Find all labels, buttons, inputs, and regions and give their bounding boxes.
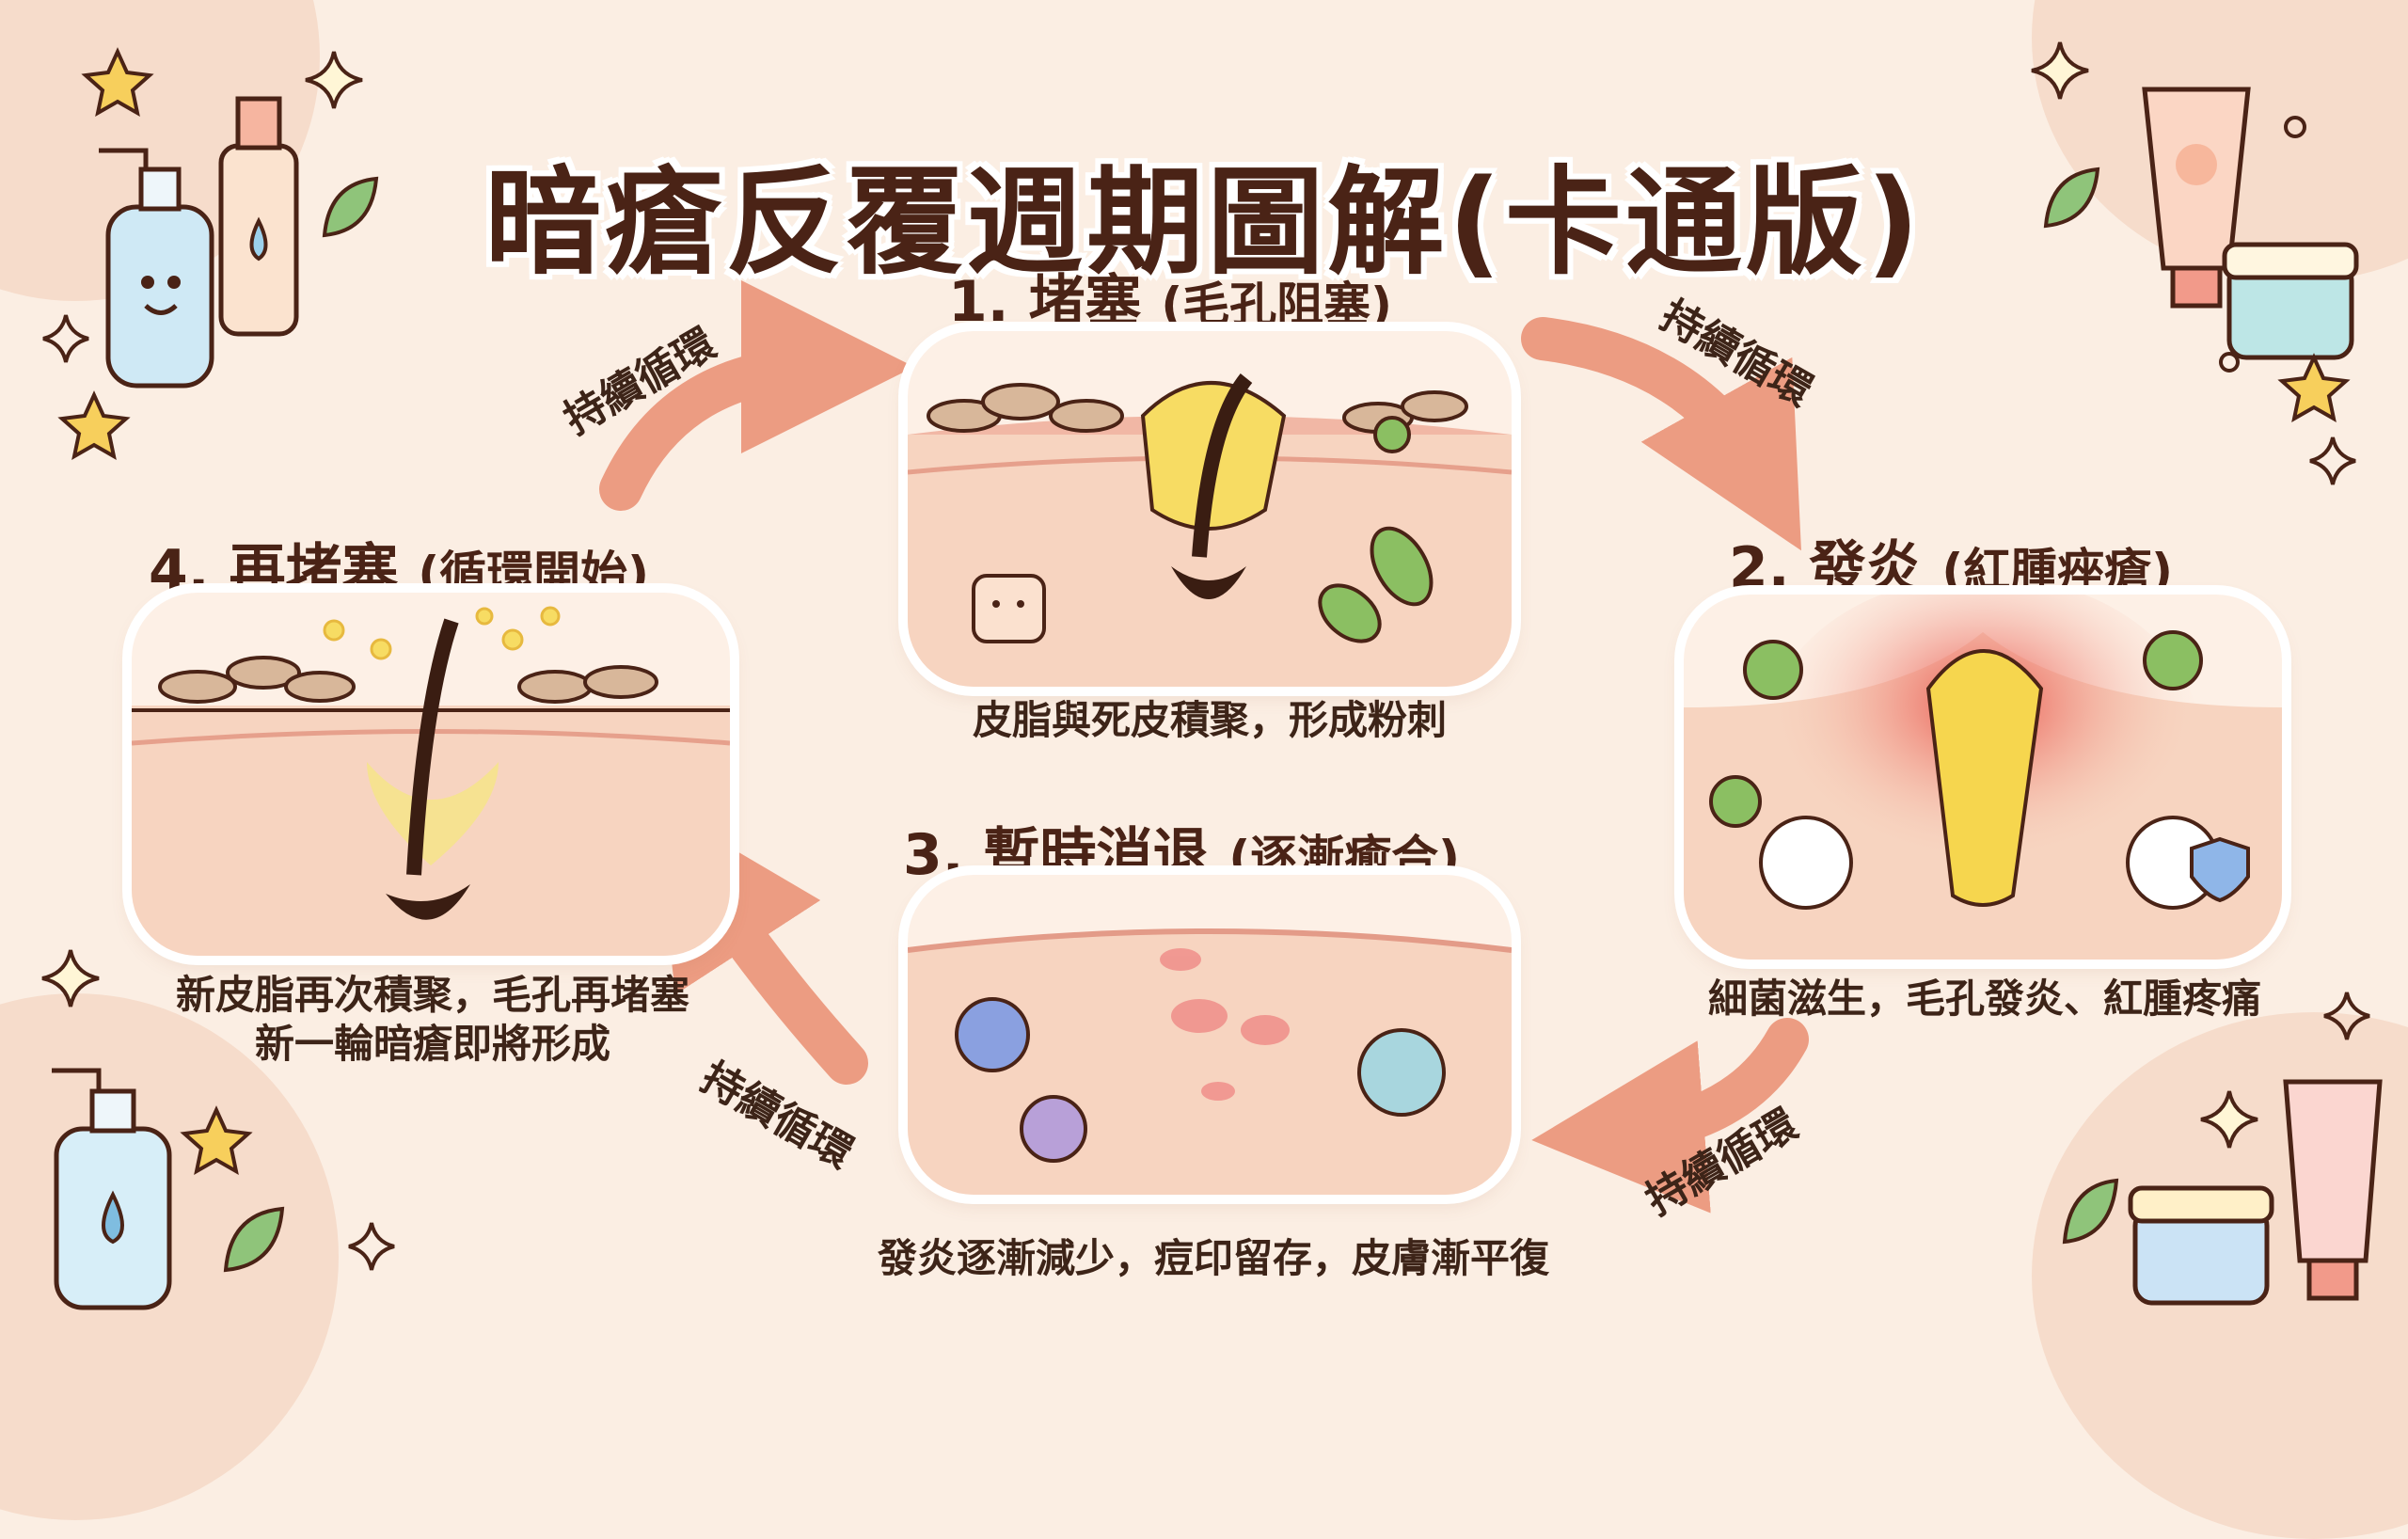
arrow-2-to-3 [1531, 1018, 1809, 1214]
white-blood-cell-icon [1759, 816, 2220, 910]
stage-2-name: 發炎 [1809, 535, 1923, 601]
sparkle-icon [41, 949, 100, 1007]
pump-bottle-icon [52, 1068, 172, 1310]
foam-bottle-icon [218, 96, 299, 337]
sparkle-icon [305, 51, 363, 109]
dead-skin-character [972, 574, 1046, 643]
star-icon [180, 1105, 253, 1175]
stage-4-caption: 新皮脂再次積聚，毛孔再堵塞 新一輪暗瘡即將形成 [103, 971, 762, 1069]
stage-1-sub: (毛孔阻塞) [1161, 278, 1393, 332]
sparkle-icon [2309, 436, 2356, 485]
stage-1-caption: 皮脂與死皮積聚，形成粉刺 [972, 697, 1447, 743]
cycle-arrows [599, 280, 1809, 1214]
stage-1-name: 堵塞 [1028, 269, 1142, 335]
stage-2-illustration [1684, 595, 2282, 960]
stage-2-title: 2. 發炎 (紅腫痤瘡) [1729, 522, 2173, 604]
stage-2-caption: 細菌滋生，毛孔發炎、紅腫疼痛 [1707, 976, 2261, 1022]
star-icon [81, 47, 154, 117]
bacteria-icon [1318, 416, 1434, 643]
pump-bottle-icon [99, 148, 214, 389]
sparkle-icon [42, 314, 89, 363]
sebum-droplet-icon [323, 606, 561, 660]
bacteria-icon [1709, 630, 2203, 828]
tube-icon [2283, 1079, 2383, 1301]
sparkle-icon [2200, 1090, 2258, 1149]
leaf-icon [322, 176, 379, 238]
sparkle-icon [348, 1222, 395, 1271]
star-icon [2277, 353, 2351, 422]
stage-2-sub: (紅腫痤瘡) [1941, 544, 2174, 598]
sparkle-icon [2219, 352, 2240, 373]
jar-icon [2222, 242, 2359, 360]
arrow-1-to-2 [1521, 317, 1801, 551]
sparkle-icon [2284, 116, 2306, 138]
stage-4-caption-line-1: 新皮脂再次積聚，毛孔再堵塞 [175, 972, 689, 1018]
acne-mark [1160, 948, 1290, 1101]
stage-4-illustration [132, 593, 730, 956]
sparkle-icon [2323, 992, 2370, 1040]
stage-2-number: 2. [1729, 535, 1790, 601]
jar-icon [2128, 1185, 2274, 1306]
cell-icon [955, 997, 1446, 1163]
star-icon [57, 390, 131, 460]
stage-4-sub: (循環開始) [418, 547, 650, 601]
stage-3-caption: 發炎逐漸減少，痘印留存，皮膚漸平復 [877, 1235, 1549, 1281]
stage-3-illustration [908, 875, 1512, 1195]
stage-4-caption-line-2: 新一輪暗瘡即將形成 [254, 1021, 610, 1067]
sparkle-icon [2031, 41, 2089, 100]
arrow-4-to-1 [599, 280, 914, 511]
decor-layer [41, 41, 2383, 1310]
leaf-icon [223, 1206, 285, 1273]
leaf-icon [2062, 1178, 2119, 1245]
page-title: 暗瘡反覆週期圖解(卡通版) [484, 155, 1924, 292]
stage-1-title: 1. 堵塞 (毛孔阻塞) [948, 256, 1392, 338]
shield-icon [2190, 836, 2250, 903]
leaf-icon [2043, 167, 2100, 229]
stage-1-illustration [908, 331, 1512, 687]
stage-1-number: 1. [948, 269, 1009, 335]
